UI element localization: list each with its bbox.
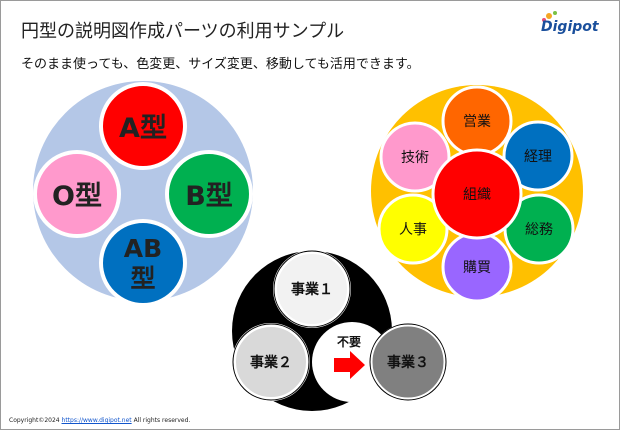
page-title: 円型の説明図作成パーツの利用サンプル — [21, 21, 345, 42]
org-sales-circle: 営業 — [441, 85, 513, 157]
logo-text: Digipot — [541, 19, 600, 35]
org-accounting-circle: 経理 — [502, 120, 574, 192]
digipot-logo: Digipot — [541, 11, 600, 35]
org-general-affairs-label: 総務 — [525, 222, 553, 238]
blood-type-background-circle — [33, 81, 253, 301]
copyright-suffix: All rights reserved. — [133, 417, 191, 424]
copyright-prefix: Copyright©2024 — [9, 417, 60, 424]
type-b-circle: B型 — [165, 150, 253, 238]
business-2-circle: 事業２ — [232, 323, 310, 401]
blood-type-diagram: A型 B型 AB 型 O型 — [33, 81, 253, 307]
right-arrow-icon — [334, 351, 365, 379]
organization-diagram: 営業 経理 総務 購買 人事 技術 — [371, 85, 583, 303]
business-diagram: 不要 事業１ 事業２ 事業３ — [232, 250, 447, 411]
type-a-label: A型 — [119, 113, 167, 144]
org-center-label: 組織 — [463, 187, 491, 203]
copyright-link[interactable]: https://www.digipot.net — [61, 417, 132, 424]
business-3-circle: 事業３ — [369, 323, 447, 401]
org-engineering-circle: 技術 — [379, 121, 451, 193]
org-purchasing-label: 購買 — [463, 260, 491, 276]
type-ab-label-line2: 型 — [130, 264, 155, 293]
type-ab-circle: AB 型 — [99, 219, 187, 307]
org-hr-circle: 人事 — [377, 193, 449, 265]
type-o-circle: O型 — [33, 150, 121, 238]
copyright-footer: Copyright©2024 https://www.digipot.net A… — [9, 417, 190, 424]
type-b-label: B型 — [185, 181, 233, 212]
org-engineering-label: 技術 — [401, 150, 429, 166]
business-2-label: 事業２ — [250, 354, 292, 371]
business-1-circle: 事業１ — [273, 250, 351, 328]
unneeded-label: 不要 — [337, 334, 361, 349]
page-subtitle: そのまま使っても、色変更、サイズ変更、移動しても活用できます。 — [21, 57, 420, 72]
org-center-circle: 組織 — [431, 148, 523, 240]
type-a-circle: A型 — [99, 82, 187, 170]
business-1-label: 事業１ — [291, 281, 333, 298]
type-o-label: O型 — [52, 181, 102, 212]
type-ab-label-line1: AB — [124, 234, 162, 263]
org-purchasing-circle: 購買 — [441, 231, 513, 303]
org-sales-label: 営業 — [463, 114, 491, 130]
org-accounting-label: 経理 — [524, 149, 552, 165]
business-3-label: 事業３ — [387, 354, 429, 371]
org-hr-label: 人事 — [399, 222, 427, 238]
